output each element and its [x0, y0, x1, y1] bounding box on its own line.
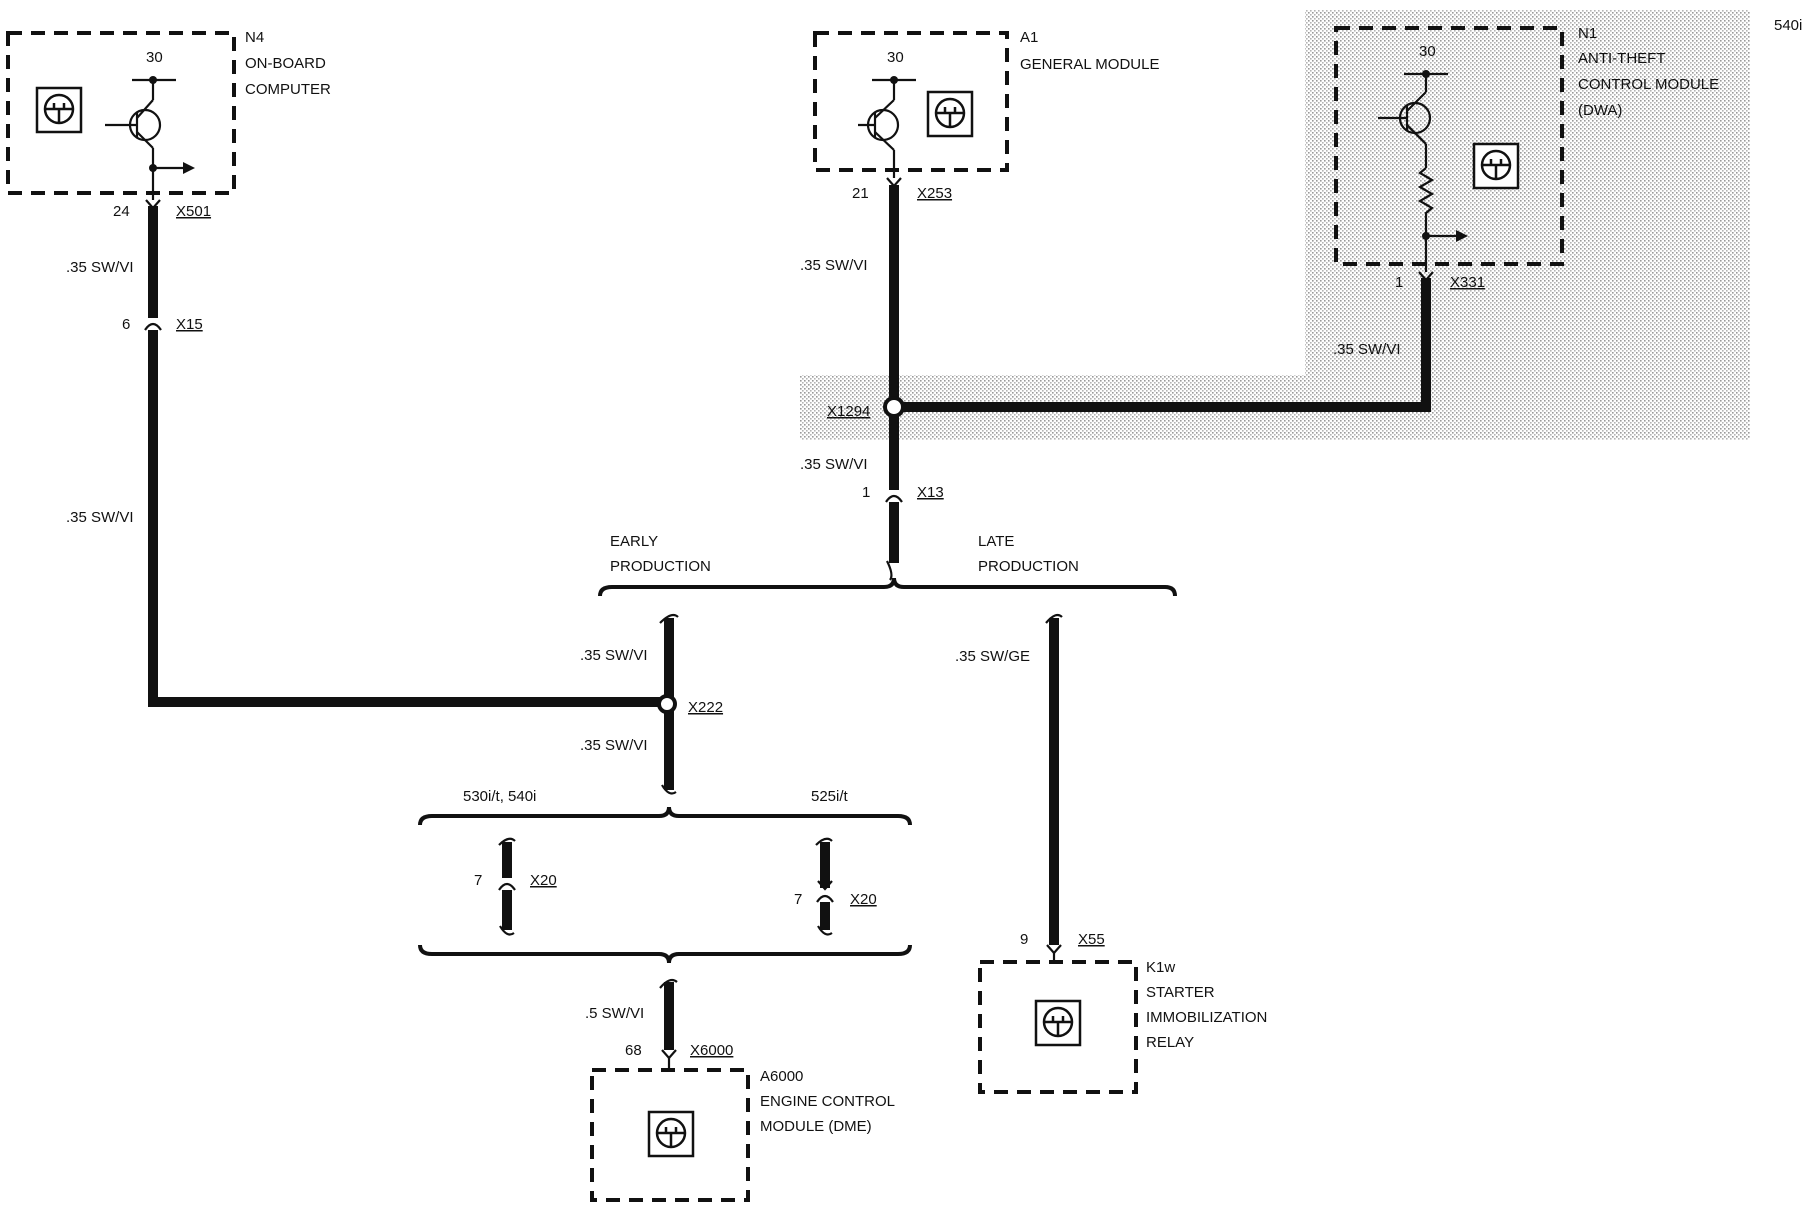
n1-wire: [903, 271, 1434, 412]
a6000-code: A6000: [760, 1068, 803, 1085]
n4-connector: X501: [176, 203, 211, 220]
n1-code: N1: [1578, 25, 1597, 42]
x20-left-pin: 7: [474, 872, 482, 889]
x13-pin: 1: [862, 484, 870, 501]
late-production-line2: PRODUCTION: [978, 558, 1079, 575]
n1-name-line1: ANTI-THEFT: [1578, 50, 1666, 67]
early-production-line1: EARLY: [610, 533, 658, 550]
n4-transistor-icon: [105, 76, 176, 200]
x20-left-connector: [498, 837, 516, 936]
late-production-line1: LATE: [978, 533, 1014, 550]
n1-name-line3: (DWA): [1578, 102, 1622, 119]
n4-name-line1: ON-BOARD: [245, 55, 326, 72]
n1-name-line2: CONTROL MODULE: [1578, 76, 1719, 93]
k1w-ground-symbol-icon: [1034, 999, 1082, 1047]
x20-left-name: X20: [530, 872, 557, 889]
k1w-name-line2: IMMOBILIZATION: [1146, 1009, 1267, 1026]
n4-wire-label-lower: .35 SW/VI: [66, 509, 134, 526]
dwa-shaded-region: [800, 10, 1750, 440]
n1-pin: 1: [1395, 274, 1403, 291]
x15-connector: X15: [176, 316, 203, 333]
n4-name-line2: COMPUTER: [245, 81, 331, 98]
variant-left-label: 530i/t, 540i: [463, 788, 536, 805]
a6000-connector: X6000: [690, 1042, 733, 1059]
a1-transistor-icon: [858, 76, 916, 178]
early-wire-label-lower: .35 SW/VI: [580, 737, 648, 754]
early-production-line2: PRODUCTION: [610, 558, 711, 575]
late-production-wire: [1045, 613, 1063, 962]
n4-on-board-computer[interactable]: 30 N4 ON-BOARD COMPUTER 24 X501: [6, 29, 331, 220]
a1-code: A1: [1020, 29, 1038, 46]
variant-brace-bottom: [418, 944, 912, 964]
a1-terminal: 30: [887, 49, 904, 66]
k1w-pin: 9: [1020, 931, 1028, 948]
n1-transistor-icon: [1378, 70, 1448, 168]
a6000-name-line1: ENGINE CONTROL: [760, 1093, 895, 1110]
x1294-connector: X1294: [827, 403, 870, 420]
model-tag: 540i: [1774, 17, 1802, 34]
dme-wire: [659, 978, 678, 1060]
x20-right-connector: [815, 837, 834, 936]
a1-general-module[interactable]: 30 A1 GENERAL MODULE 21 X253: [813, 29, 1159, 202]
late-wire-label: .35 SW/GE: [955, 648, 1030, 665]
variant-right-label: 525i/t: [811, 788, 849, 805]
a1-wire: [885, 177, 903, 581]
k1w-connector: X55: [1078, 931, 1105, 948]
n1-terminal: 30: [1419, 43, 1436, 60]
x222-connector: X222: [688, 699, 723, 716]
n1-anti-theft-control-module[interactable]: 30 N1 ANTI-THEFT CONTROL MODULE (DWA) 1 …: [1334, 25, 1719, 291]
a1-wire-label-lower: .35 SW/VI: [800, 456, 868, 473]
a1-module-box: [813, 31, 1009, 172]
early-wire-label-upper: .35 SW/VI: [580, 647, 648, 664]
a1-name: GENERAL MODULE: [1020, 56, 1159, 73]
n1-module-box: [1334, 26, 1564, 266]
a6000-pin: 68: [625, 1042, 642, 1059]
a6000-engine-control-module[interactable]: 68 X6000 A6000 ENGINE CONTROL MODULE (DM…: [590, 1042, 895, 1202]
n4-terminal: 30: [146, 49, 163, 66]
k1w-module-box: [978, 960, 1138, 1094]
n1-wire-label: .35 SW/VI: [1333, 341, 1401, 358]
k1w-code: K1w: [1146, 959, 1175, 976]
a1-ground-symbol-icon: [926, 90, 974, 138]
k1w-starter-immobilization-relay[interactable]: 9 X55 K1w STARTER IMMOBILIZATION RELAY: [978, 931, 1267, 1094]
n4-pin: 24: [113, 203, 130, 220]
a6000-ground-symbol-icon: [647, 1110, 695, 1158]
n4-output-arrow-icon: [153, 162, 195, 174]
a6000-name-line2: MODULE (DME): [760, 1118, 872, 1135]
n1-ground-symbol-icon: [1472, 142, 1520, 190]
a1-connector: X253: [917, 185, 952, 202]
n4-ground-symbol-icon: [35, 86, 83, 134]
production-brace: [598, 577, 1177, 597]
a1-pin: 21: [852, 185, 869, 202]
x1294-splice: [883, 396, 905, 418]
k1w-name-line1: STARTER: [1146, 984, 1215, 1001]
a1-wire-label-upper: .35 SW/VI: [800, 257, 868, 274]
n4-wire-label-upper: .35 SW/VI: [66, 259, 134, 276]
n4-code: N4: [245, 29, 264, 46]
dme-wire-label: .5 SW/VI: [585, 1005, 644, 1022]
early-production-wire: [657, 613, 679, 795]
k1w-name-line3: RELAY: [1146, 1034, 1194, 1051]
n4-module-box: [6, 31, 236, 195]
n4-wire: [144, 199, 663, 707]
n1-output-arrow-icon: [1426, 230, 1468, 242]
n1-connector: X331: [1450, 274, 1485, 291]
x15-pin: 6: [122, 316, 130, 333]
variant-brace-top: [418, 806, 912, 826]
x20-right-name: X20: [850, 891, 877, 908]
x13-connector: X13: [917, 484, 944, 501]
x20-right-pin: 7: [794, 891, 802, 908]
